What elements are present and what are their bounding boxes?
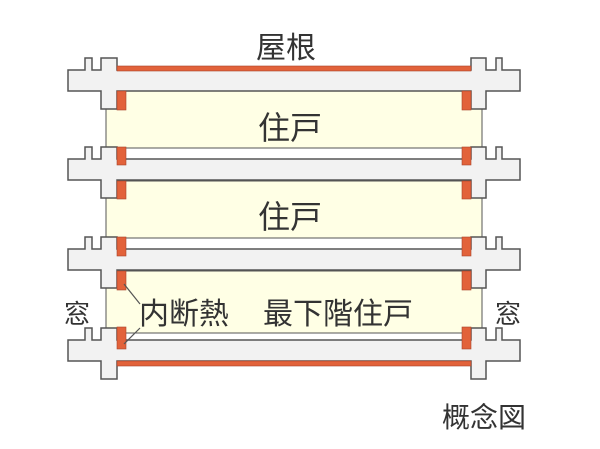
- wall-insulation-right-6: [461, 326, 472, 350]
- wall-insulation-right-3: [461, 180, 472, 200]
- wall-insulation-right-1: [461, 90, 472, 111]
- callout-line-lower: [123, 327, 141, 345]
- slab-4: [67, 327, 521, 380]
- wall-insulation-left-6: [116, 326, 127, 350]
- wall-insulation-right-2: [461, 146, 472, 166]
- room-2: [105, 180, 483, 239]
- insulation-callout-lines: [123, 283, 141, 345]
- bottom-floor-insulation: [116, 360, 472, 367]
- wall-insulation-left-5: [116, 270, 127, 291]
- wall-insulation-left-3: [116, 180, 127, 200]
- wall-insulation-left-2: [116, 146, 127, 166]
- diagram-caption: 概念図: [442, 401, 527, 434]
- room-1: [105, 90, 483, 149]
- window-label-right: 窓: [495, 300, 522, 330]
- wall-insulation-left-4: [116, 236, 127, 257]
- lowest-unit-label: 最下階住戸: [263, 297, 413, 332]
- wall-insulation-right-4: [461, 236, 472, 257]
- roof-label: 屋根: [256, 31, 316, 66]
- unit-label-upper: 住戸: [258, 109, 323, 147]
- window-label-left: 窓: [64, 300, 91, 330]
- callout-line-upper: [123, 283, 141, 305]
- insulation-label: 内断熱: [139, 297, 229, 332]
- wall-insulation-left-1: [116, 90, 127, 111]
- roof-insulation: [116, 65, 472, 72]
- insulation-layers: [116, 65, 472, 367]
- unit-label-middle: 住戸: [258, 198, 323, 236]
- dwelling-rooms: [105, 90, 483, 334]
- wall-insulation-right-5: [461, 270, 472, 291]
- room-3: [105, 270, 483, 334]
